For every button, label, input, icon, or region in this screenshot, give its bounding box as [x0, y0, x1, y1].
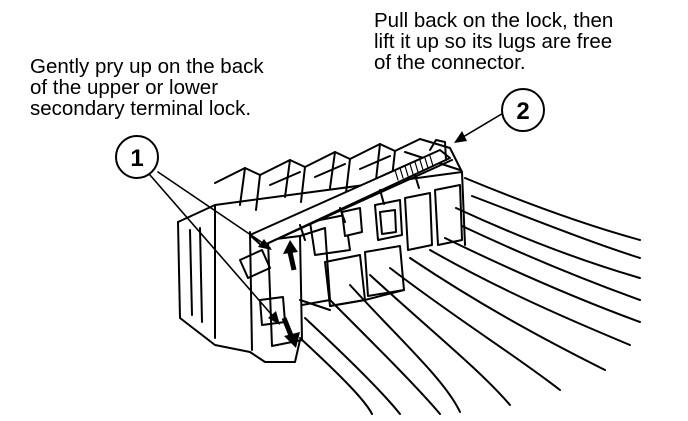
- svg-text:1: 1: [130, 145, 143, 172]
- arrow-down-icon: [284, 332, 300, 348]
- connector-top-ribs: [214, 138, 466, 246]
- callout-1: 1: [115, 135, 159, 179]
- connector-body: [177, 171, 463, 363]
- instruction-line: Pull back on the lock, then: [374, 9, 614, 32]
- instruction-step-2: Pull back on the lock, then lift it up s…: [374, 10, 613, 73]
- direction-arrows: [281, 240, 300, 348]
- instruction-line: lift it up so its lugs are free: [374, 30, 613, 53]
- instruction-line: secondary terminal lock.: [30, 97, 252, 120]
- callout-2: 2: [501, 88, 545, 132]
- secondary-terminal-lock: [249, 139, 453, 247]
- instruction-line: of the connector.: [374, 51, 526, 74]
- leader-arrowheads: [258, 131, 467, 325]
- leader-lines: [149, 111, 506, 323]
- instruction-line: of the upper or lower: [30, 76, 219, 99]
- arrow-up-icon: [283, 240, 298, 254]
- svg-text:2: 2: [516, 98, 529, 125]
- lock-hatching: [394, 155, 434, 181]
- instruction-step-1: Gently pry up on the back of the upper o…: [30, 56, 264, 119]
- wire-bundle: [299, 177, 641, 415]
- instruction-line: Gently pry up on the back: [30, 55, 264, 78]
